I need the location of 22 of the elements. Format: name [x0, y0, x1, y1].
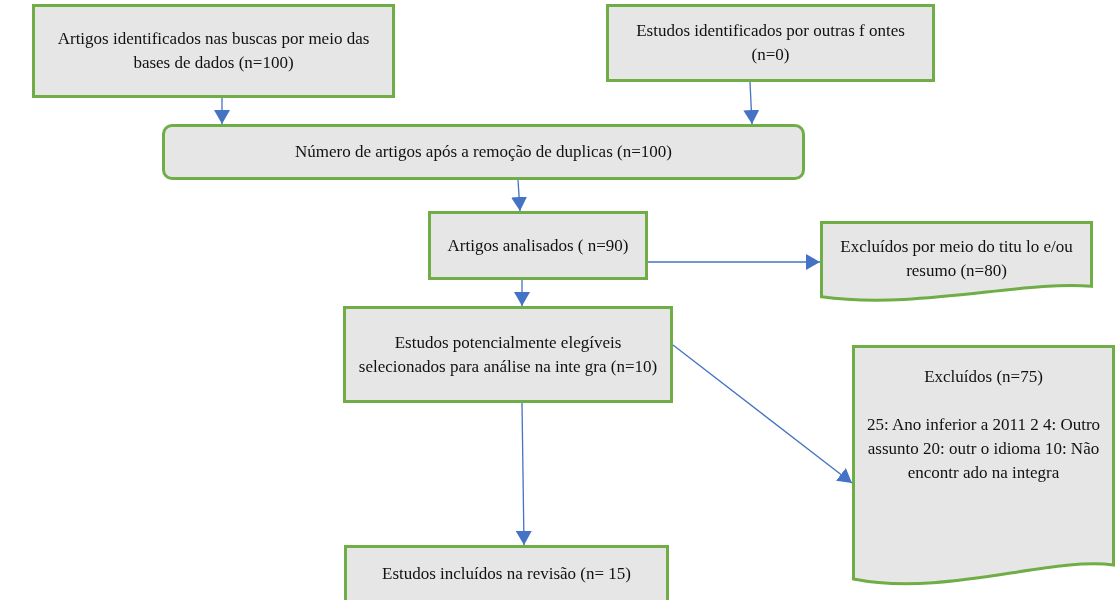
arrow — [511, 179, 528, 212]
arrow — [743, 81, 760, 125]
box-text: Estudos potencialmente elegíveis selecionados para análise na inte gra (n=10) — [357, 331, 659, 378]
rounded-process-box — [162, 124, 805, 180]
arrow — [514, 279, 530, 307]
box-text: Excluídos por meio do titu lo e/ou resumo (n=80) — [839, 236, 1074, 282]
process-box — [344, 545, 669, 600]
box-text: Artigos identificados nas buscas por meio das bases de dados (n=100) — [56, 28, 371, 74]
process-box — [343, 306, 673, 403]
process-box — [32, 4, 395, 98]
box-text: Artigos analisados ( n=90) — [447, 234, 629, 257]
box-heading: Excluídos (n=75) — [924, 366, 1043, 388]
arrow — [672, 344, 853, 484]
arrow — [515, 402, 532, 546]
box-text: Número de artigos após a remoção de duplicas (n=100) — [295, 141, 672, 163]
process-box — [428, 211, 648, 280]
box-text: Estudos identificados por outras f ontes (n=0) — [635, 20, 906, 66]
arrow — [214, 97, 230, 125]
box-text: Estudos incluídos na revisão (n= 15) — [382, 563, 631, 585]
process-box — [606, 4, 935, 82]
box-text: 25: Ano inferior a 2011 2 4: Outro assunto 20: outr o idioma 10: Não encontr ado na integra — [866, 414, 1101, 484]
arrow — [647, 254, 821, 270]
